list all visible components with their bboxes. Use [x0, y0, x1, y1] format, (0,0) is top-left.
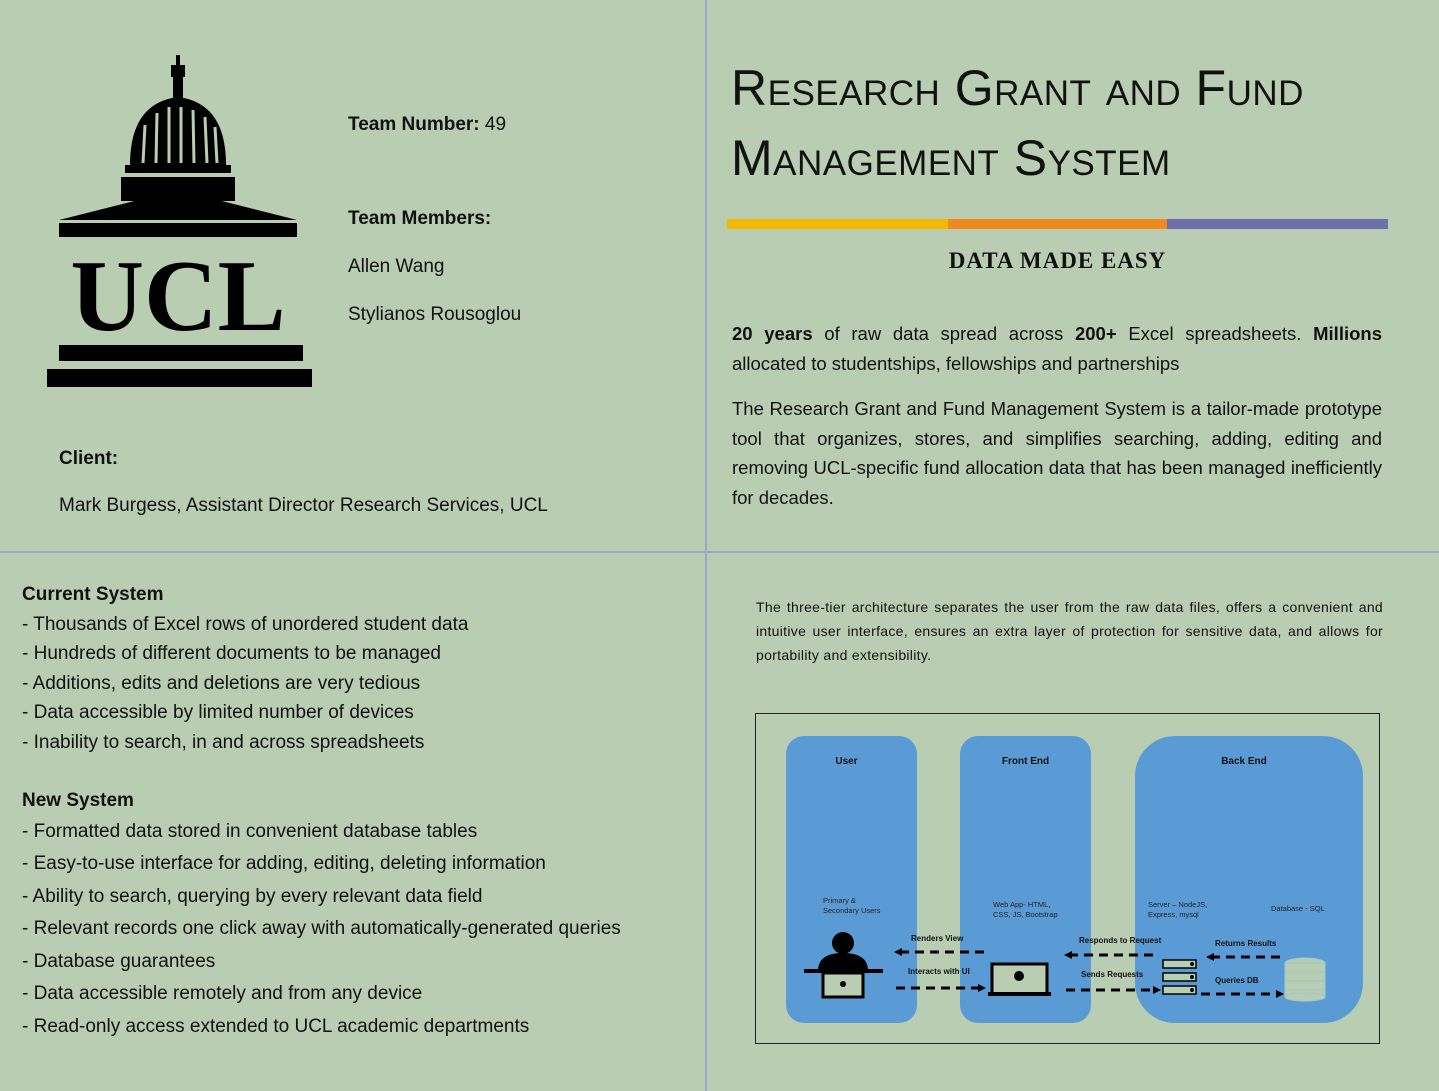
- database-description: Database - SQL: [1271, 904, 1325, 913]
- list-item: - Data accessible by limited number of d…: [22, 702, 414, 723]
- text: allocated to studentships, fellowships a…: [732, 352, 1180, 374]
- front-end-tier-label: Front End: [1001, 756, 1050, 767]
- laptop-icon: [988, 962, 1051, 996]
- architecture-diagram: User Front End Back End Primary & Second…: [755, 713, 1380, 1044]
- client-value: Mark Burgess, Assistant Director Researc…: [59, 495, 548, 516]
- intro-paragraph-1: 20 years of raw data spread across 200+ …: [732, 319, 1382, 378]
- text: Excel spreadsheets.: [1116, 323, 1314, 344]
- ucl-logo: UCL: [47, 55, 312, 387]
- team-number-label: Team Number:: [348, 114, 480, 135]
- vertical-divider: [705, 0, 707, 1091]
- list-item: - Additions, edits and deletions are ver…: [22, 672, 421, 694]
- new-system-heading: New System: [22, 790, 134, 811]
- team-members-label: Team Members:: [348, 208, 492, 229]
- interacts-label: Interacts with UI: [908, 967, 970, 976]
- renders-view-label: Renders View: [911, 934, 964, 943]
- list-item: - Hundreds of different documents to be …: [22, 643, 441, 664]
- user-icon: [804, 932, 883, 999]
- new-system-section: New System - Formatted data stored in co…: [22, 786, 621, 1043]
- logo-text: UCL: [70, 240, 285, 353]
- architecture-description: The three-tier architecture separates th…: [756, 599, 1383, 663]
- horizontal-divider: [0, 551, 1439, 553]
- sends-label: Sends Requests: [1081, 970, 1144, 979]
- returns-label: Returns Results: [1215, 939, 1277, 948]
- accent-bar-yellow: [727, 219, 948, 229]
- team-number: Team Number: 49: [348, 114, 506, 136]
- list-item: - Easy-to-use interface for adding, edit…: [22, 853, 546, 874]
- diagram-graphics: [804, 932, 1326, 1002]
- current-system-section: Current System - Thousands of Excel rows…: [22, 580, 468, 757]
- client-label: Client:: [59, 448, 119, 469]
- list-item: - Thousands of Excel rows of unordered s…: [22, 613, 469, 635]
- team-number-value: 49: [484, 114, 507, 135]
- user-tier-label: User: [835, 756, 858, 767]
- server-description: Server – NodeJS, Express, mysql: [1148, 900, 1208, 919]
- list-item: - Read-only access extended to UCL acade…: [22, 1015, 530, 1037]
- database-icon: [1284, 957, 1326, 1002]
- front-end-description: Web App- HTML, CSS, JS, Bootstrap: [993, 900, 1058, 919]
- back-end-tier-label: Back End: [1221, 756, 1267, 767]
- accent-bar-purple: [1167, 219, 1388, 229]
- tagline: DATA MADE EASY: [948, 248, 1167, 273]
- queries-label: Queries DB: [1215, 976, 1259, 985]
- user-description: Primary & Secondary Users: [823, 896, 881, 915]
- server-icon: [1162, 959, 1197, 995]
- list-item: - Data accessible remotely and from any …: [22, 983, 423, 1004]
- page-title-line1: Research Grant and Fund: [731, 60, 1304, 116]
- list-item: - Database guarantees: [22, 950, 216, 972]
- responds-label: Responds to Request: [1079, 936, 1162, 945]
- page-title-line2: Management System: [731, 130, 1171, 186]
- flow-arrows: [896, 950, 1280, 996]
- accent-bar-orange: [948, 219, 1167, 229]
- current-system-heading: Current System: [22, 584, 164, 605]
- team-member: Allen Wang: [348, 256, 445, 277]
- highlight-count: 200+: [1074, 323, 1117, 344]
- list-item: - Relevant records one click away with a…: [22, 918, 621, 939]
- text: of raw data spread across: [812, 323, 1075, 344]
- intro-paragraph-2: The Research Grant and Fund Management S…: [732, 398, 1382, 508]
- highlight-millions: Millions: [1313, 323, 1382, 344]
- list-item: - Inability to search, in and across spr…: [22, 731, 425, 753]
- team-member: Stylianos Rousoglou: [348, 304, 522, 325]
- list-item: - Ability to search, querying by every r…: [22, 885, 483, 907]
- list-item: - Formatted data stored in convenient da…: [22, 820, 478, 842]
- highlight-years: 20 years: [732, 323, 813, 344]
